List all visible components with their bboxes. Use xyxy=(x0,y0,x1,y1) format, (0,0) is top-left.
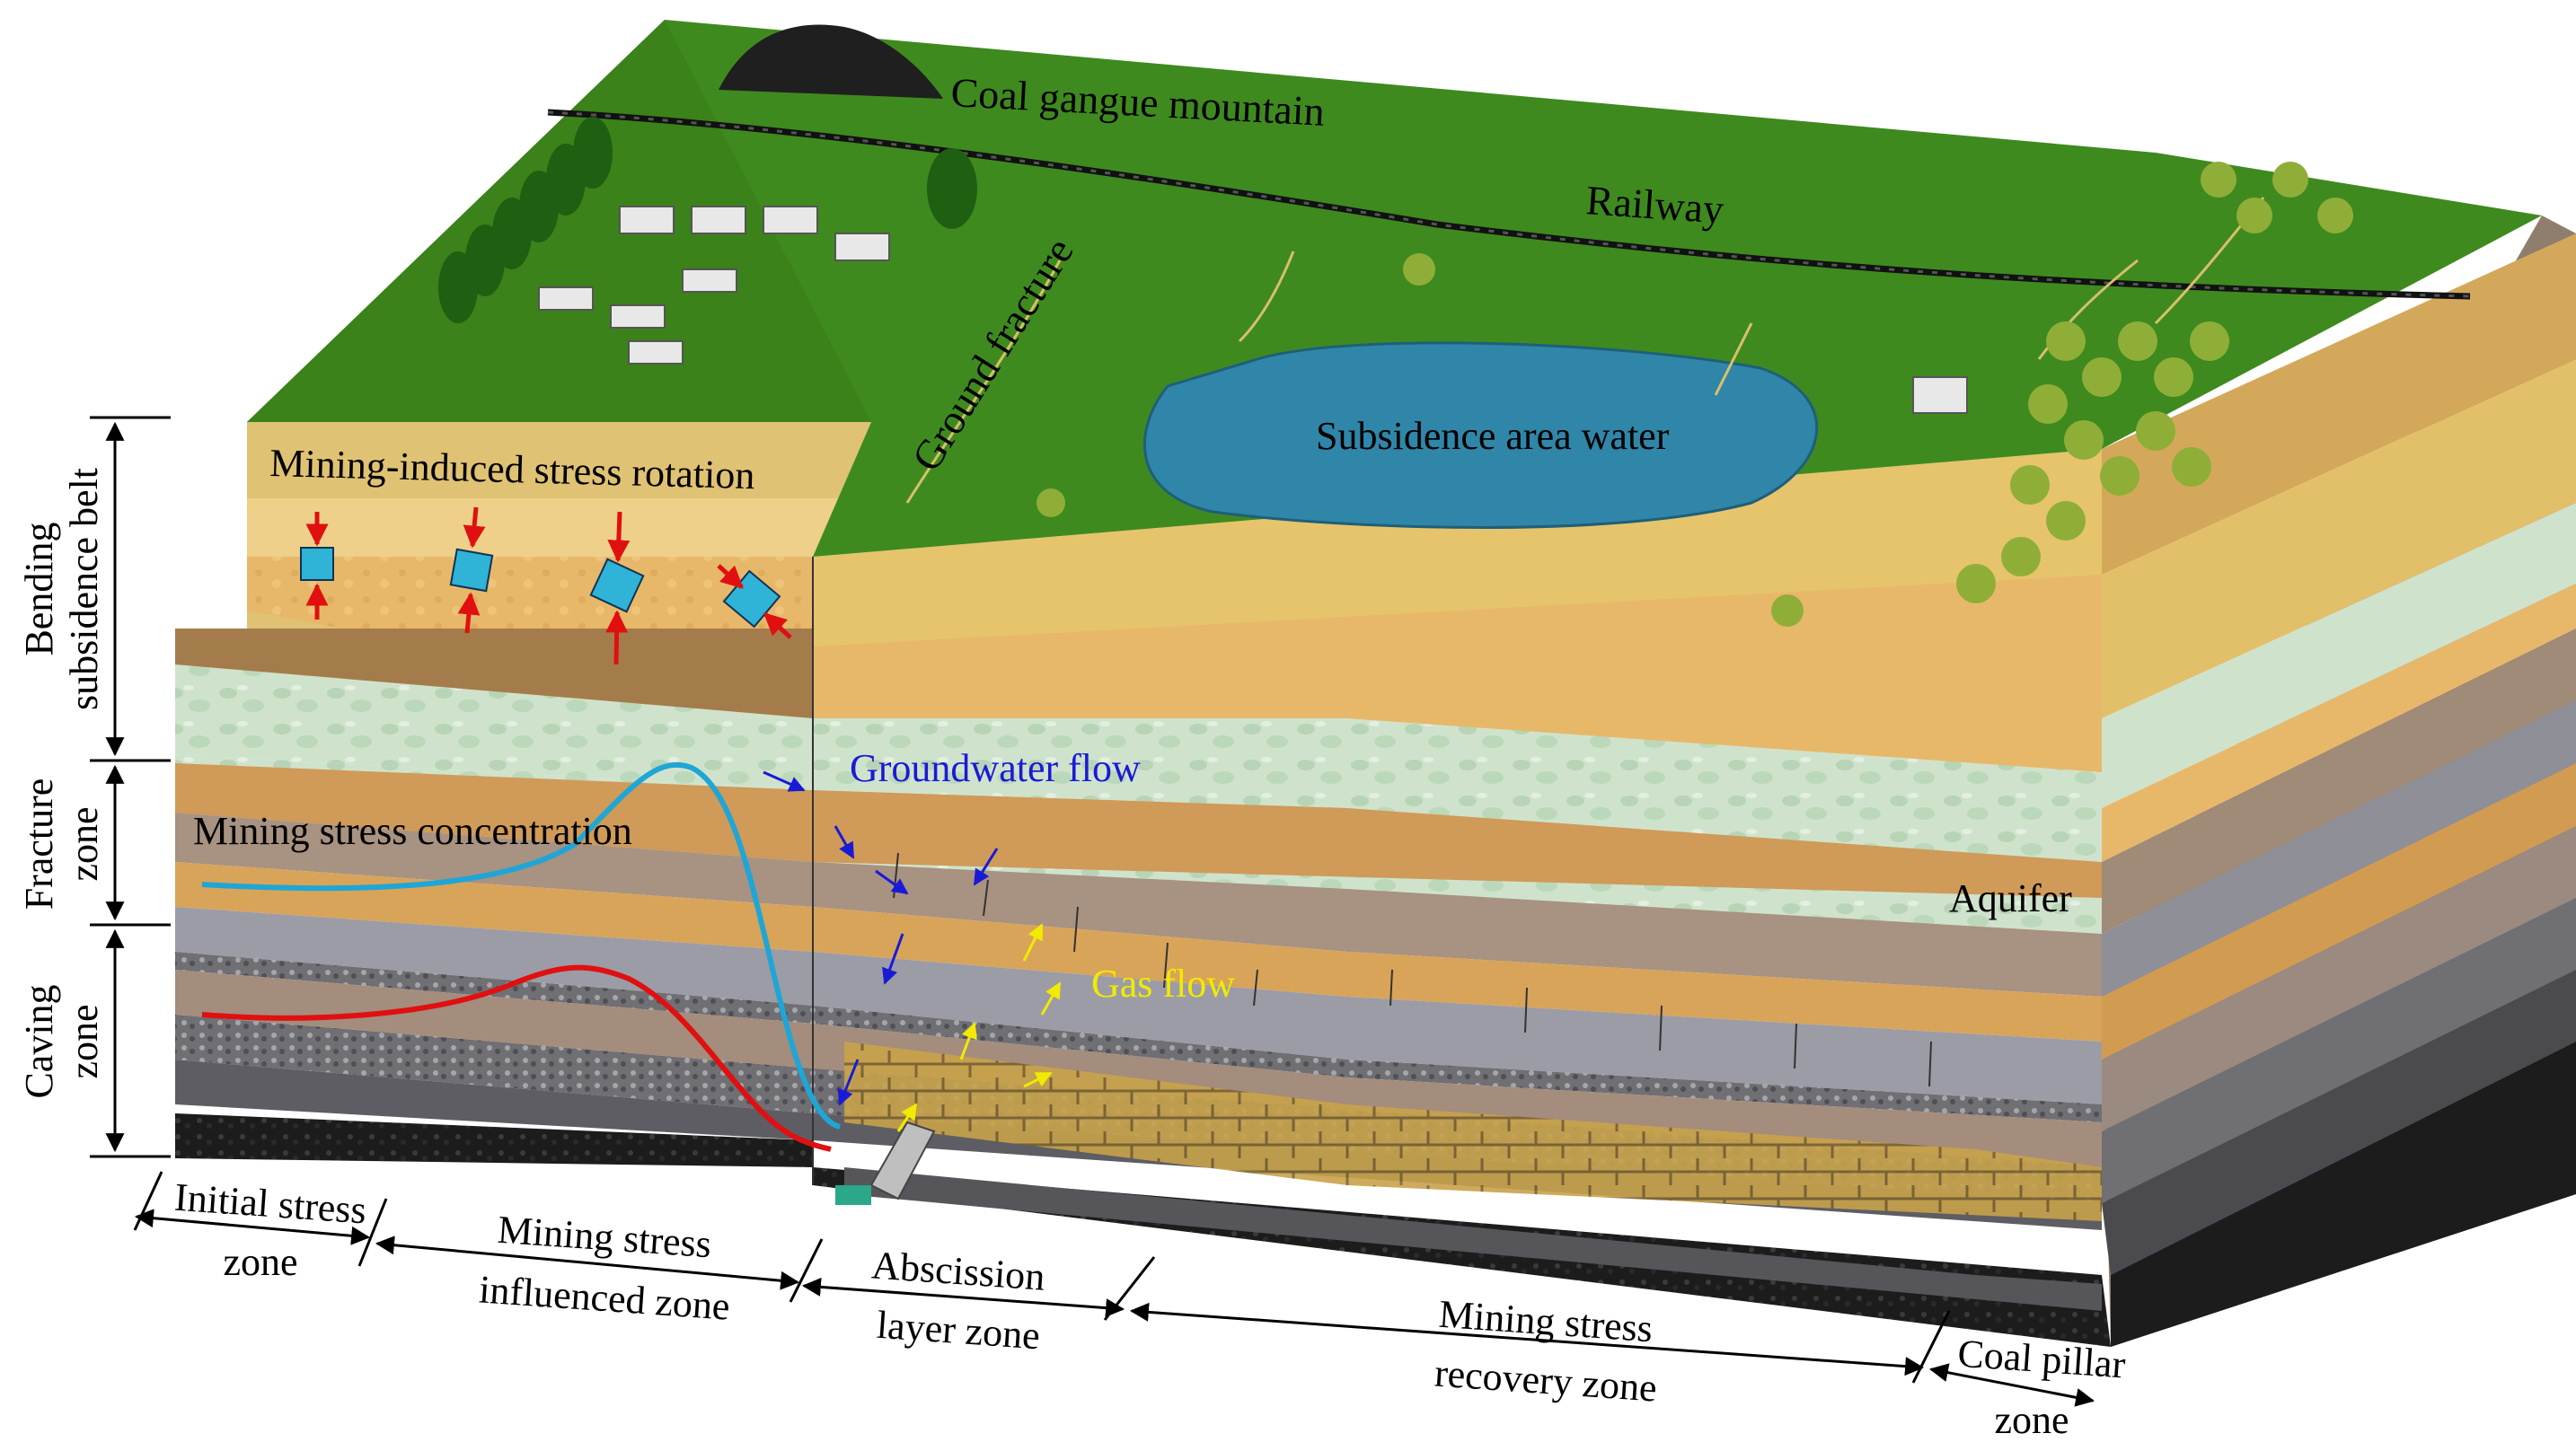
stress-curve-red xyxy=(201,964,832,1152)
svg-text:zone: zone xyxy=(1994,1398,2069,1442)
block-right-face xyxy=(2102,215,2576,1347)
stress-rotation-elements xyxy=(300,506,792,665)
label-mining-stress-influenced-zone: Mining stress influenced zone xyxy=(478,1208,731,1329)
label-aquifer: Aquifer xyxy=(1949,876,2072,920)
svg-text:layer zone: layer zone xyxy=(876,1303,1042,1359)
svg-text:zone: zone xyxy=(62,806,106,881)
label-gas-flow: Gas flow xyxy=(1091,962,1235,1006)
vertical-zone-scale xyxy=(90,416,171,1158)
svg-text:Caving: Caving xyxy=(17,984,61,1098)
label-caving-zone: Caving zone xyxy=(17,984,106,1098)
label-subsidence-area-water: Subsidence area water xyxy=(1316,414,1670,458)
svg-text:subsidence belt: subsidence belt xyxy=(62,468,106,710)
label-coal-pillar-zone: Coal pillar zone xyxy=(1956,1332,2127,1442)
stress-cube xyxy=(717,564,792,639)
svg-text:influenced zone: influenced zone xyxy=(478,1267,731,1328)
stress-cube xyxy=(300,512,334,620)
coal-gangue-pile xyxy=(719,24,943,99)
svg-text:Bending: Bending xyxy=(17,522,61,655)
svg-text:zone: zone xyxy=(62,1004,106,1078)
ground-surface xyxy=(247,20,2542,627)
svg-text:Abscission: Abscission xyxy=(870,1243,1046,1298)
label-fracture-zone: Fracture zone xyxy=(17,778,106,910)
stress-cube xyxy=(449,506,494,634)
svg-text:Mining stress: Mining stress xyxy=(1437,1292,1654,1351)
svg-text:recovery zone: recovery zone xyxy=(1434,1350,1659,1410)
label-mining-stress-recovery-zone: Mining stress recovery zone xyxy=(1434,1292,1659,1411)
forest-right xyxy=(1037,162,2353,627)
label-stress-concentration: Mining stress concentration xyxy=(193,809,632,853)
subsidence-water xyxy=(1143,341,1819,529)
village-houses xyxy=(538,206,1968,414)
groundwater-flow-arrows xyxy=(763,770,999,1106)
label-bending-subsidence-belt: Bending subsidence belt xyxy=(17,468,106,710)
gas-flow-arrows xyxy=(896,923,1062,1132)
svg-text:Fracture: Fracture xyxy=(17,778,61,910)
stress-cube xyxy=(589,511,645,665)
tree-line-left xyxy=(438,117,977,323)
svg-text:zone: zone xyxy=(223,1240,297,1284)
horizontal-zone-scale xyxy=(133,1171,2095,1407)
stress-curve-blue xyxy=(201,761,841,1130)
label-groundwater-flow: Groundwater flow xyxy=(850,746,1141,790)
cross-section-front xyxy=(175,422,2111,1347)
label-railway: Railway xyxy=(1584,177,1725,233)
longwall-shearer xyxy=(835,1121,936,1205)
